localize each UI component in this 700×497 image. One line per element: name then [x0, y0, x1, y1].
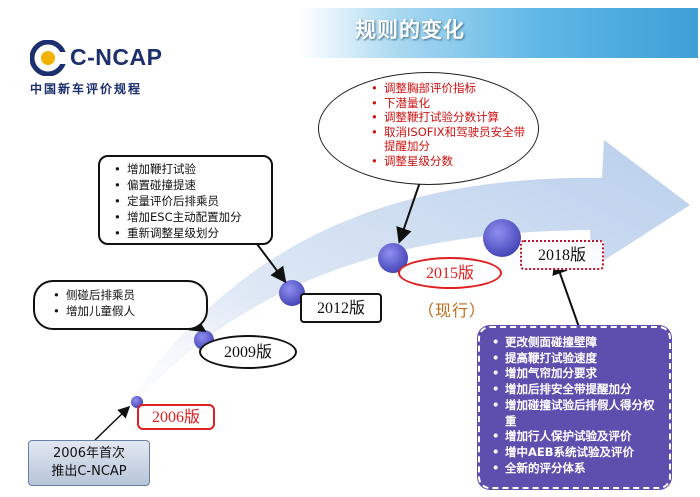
logo-wordmark: C-NCAP [70, 44, 163, 70]
change-item: 增加行人保护试验及评价 [492, 429, 663, 445]
change-item: 调整胸部评价指标 [371, 81, 530, 96]
current-version-note: （现行） [418, 301, 487, 320]
change-item: 增加碰撞试验后排假人得分权重 [492, 398, 663, 429]
timeline-arrow [110, 140, 690, 430]
node-2012 [279, 280, 305, 306]
change-item: 定量评价后排乘员 [114, 193, 265, 209]
change-item: 增加鞭打试验 [114, 161, 265, 177]
logo-subtitle: 中国新车评价规程 [30, 82, 143, 96]
change-item: 全新的评分体系 [492, 461, 663, 477]
version-label-2015: 2015版 [398, 257, 502, 289]
connector-2012 [256, 243, 287, 284]
change-item: 增加气帘加分要求 [492, 366, 663, 382]
launch-note-line1: 2006年首次 [52, 446, 126, 461]
change-item: 调整鞭打试验分数计算 [371, 110, 530, 125]
version-label-2009: 2009版 [199, 335, 297, 369]
change-item: 提高鞭打试验速度 [492, 351, 663, 367]
connector-2006 [94, 405, 131, 441]
launch-note-box: 2006年首次 推出C-NCAP [28, 440, 150, 486]
change-item: 更改侧面碰撞壁障 [492, 335, 663, 351]
connector-2018 [552, 258, 581, 331]
change-item: 增中AEB系统试验及评价 [492, 445, 663, 461]
version-label-2018: 2018版 [520, 240, 604, 270]
node-2018 [483, 219, 521, 257]
header-band [300, 8, 698, 58]
version-label-2012: 2012版 [300, 293, 382, 323]
node-2015 [378, 243, 408, 273]
changes-2012-box: 增加鞭打试验 偏置碰撞提速 定量评价后排乘员 增加ESC主动配置加分 重新调整星… [98, 155, 273, 245]
cncap-logo: C-NCAP 中国新车评价规程 [30, 40, 220, 100]
launch-note-line2: 推出C-NCAP [51, 464, 127, 479]
change-item: 调整星级分数 [371, 154, 530, 169]
cncap-logo-icon [30, 40, 66, 76]
change-item: 取消ISOFIX和驾驶员安全带提醒加分 [371, 125, 530, 154]
change-item: 增加ESC主动配置加分 [114, 209, 265, 225]
connector-2015 [396, 181, 421, 244]
changes-2018-box: 更改侧面碰撞壁障 提高鞭打试验速度 增加气帘加分要求 增加后排安全带提醒加分 增… [478, 326, 671, 489]
change-item: 下潜量化 [371, 96, 530, 111]
changes-2015-box: 调整胸部评价指标 下潜量化 调整鞭打试验分数计算 取消ISOFIX和驾驶员安全带… [318, 72, 539, 185]
change-item: 侧碰后排乘员 [53, 287, 198, 303]
change-item: 偏置碰撞提速 [114, 177, 265, 193]
change-item: 增加儿童假人 [53, 303, 198, 319]
slide-title: 规则的变化 [355, 18, 465, 42]
version-label-2006: 2006版 [137, 404, 215, 430]
change-item: 重新调整星级划分 [114, 225, 265, 241]
changes-2009-box: 侧碰后排乘员 增加儿童假人 [33, 280, 208, 330]
change-item: 增加后排安全带提醒加分 [492, 382, 663, 398]
